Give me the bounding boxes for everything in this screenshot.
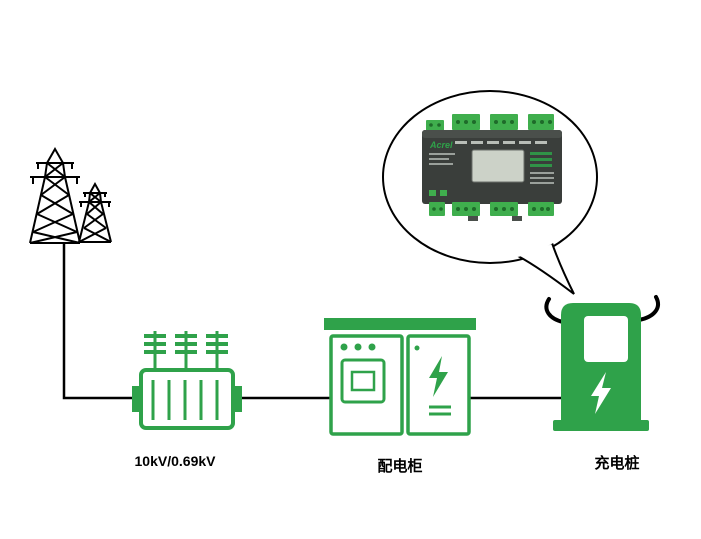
din-rail-tab <box>468 216 478 221</box>
brand-logo: Acrel <box>429 140 453 150</box>
indicator-light <box>354 343 362 351</box>
transformer-left-lug <box>132 386 142 412</box>
charger-label: 充电桩 <box>594 454 639 472</box>
charger-base <box>553 420 649 431</box>
charger-screen <box>584 316 628 362</box>
meter-body-top-edge <box>422 130 562 138</box>
meter-lcd-display <box>471 149 525 183</box>
tower-peak <box>45 146 65 164</box>
transformer-body <box>139 368 235 430</box>
indicator-light <box>340 343 348 351</box>
transformer-right-lug <box>232 386 242 412</box>
tower-crossarm-upper <box>83 192 107 197</box>
cabinet-screen-frame <box>340 358 386 404</box>
meter-button <box>440 190 447 196</box>
charger-cable-right <box>637 295 660 322</box>
meter-top-labels <box>455 141 547 144</box>
tower-crossarm-upper <box>36 162 74 169</box>
din-rail-tab <box>512 216 522 221</box>
transformer-fins <box>151 380 219 420</box>
tower-legs <box>78 201 112 243</box>
energy-meter-device: Acrel <box>422 114 562 221</box>
tower-cage <box>88 192 102 203</box>
bushing-bars <box>144 334 228 354</box>
indicator-light <box>414 345 420 351</box>
terminal-block <box>429 202 445 216</box>
cabinet-label: 配电柜 <box>377 457 422 475</box>
tower-cage <box>44 162 66 178</box>
meter-button <box>429 190 436 196</box>
cabinet-screen-inner <box>350 370 376 392</box>
meter-right-text <box>530 152 554 184</box>
callout-bubble: Acrel <box>382 90 598 295</box>
connection-line-tower-to-transformer <box>62 243 132 400</box>
bubble-tail <box>515 241 575 295</box>
lattice-lines <box>29 176 81 244</box>
indicator-light <box>368 343 376 351</box>
tower-crossarm-lower <box>30 176 80 184</box>
tower-peak <box>88 181 102 194</box>
distribution-cabinet-icon <box>324 318 476 436</box>
vent-lines <box>429 405 451 416</box>
transmission-tower-icon <box>29 146 112 244</box>
charger-cable-left <box>544 297 565 324</box>
lightning-bolt-icon <box>429 356 448 397</box>
lattice-lines <box>78 201 112 243</box>
charging-pile-icon <box>544 295 660 431</box>
terminal-screws <box>432 207 550 211</box>
terminal-block <box>426 120 444 131</box>
tower-crossarm-lower <box>79 201 111 207</box>
meter-left-text <box>429 153 455 165</box>
terminal-screws <box>429 120 552 127</box>
lightning-bolt-icon <box>591 372 611 414</box>
transformer-icon <box>132 331 242 430</box>
tower-legs <box>29 176 81 244</box>
transformer-voltage-label: 10kV/0.69kV <box>135 453 217 469</box>
cabinet-top-strip <box>324 318 476 330</box>
